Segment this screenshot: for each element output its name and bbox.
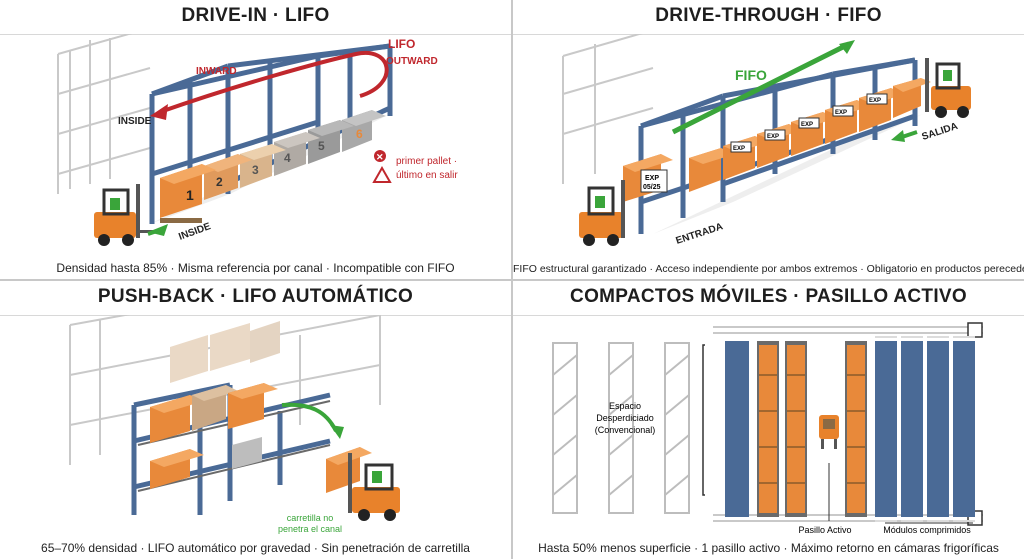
note-line-2: último en salir (396, 170, 458, 181)
note-line-1: carretilla no (287, 513, 334, 523)
rail-stop (967, 322, 983, 338)
note-line-1: primer pallet · (396, 156, 457, 167)
panel-title: DRIVE-IN · LIFO (0, 0, 511, 35)
pallet-tag: EXP (767, 134, 779, 140)
pallet-number: 4 (284, 151, 291, 165)
wasted-line-3: (Convencional) (595, 425, 656, 435)
panel-push-back: PUSH-BACK · LIFO AUTOMÁTICO (0, 281, 511, 559)
arrow-icon (150, 104, 168, 120)
pallet-5: 5 (308, 120, 354, 164)
pallet-number: 3 (252, 163, 259, 177)
label-modules: Módulos comprimidos (883, 525, 971, 535)
label-salida: SALIDA (921, 121, 960, 143)
forklift-icon (579, 180, 625, 246)
pallet-1: 1 (160, 164, 216, 223)
pallet-6: 6 (342, 110, 386, 152)
pallets-lower (150, 437, 262, 489)
pallet-number: 5 (318, 139, 325, 153)
pallet-tag: EXP (801, 122, 813, 128)
conventional-racks (552, 342, 690, 514)
error-x-icon (374, 150, 386, 162)
pallets-upper (150, 383, 278, 443)
entry-arrow (147, 228, 161, 236)
mobile-modules (725, 336, 975, 522)
pallet-tag: EXP (869, 98, 881, 104)
panel-caption: 65–70% densidad · LIFO automático por gr… (41, 541, 470, 555)
front-pallet: EXP 05/25 (623, 154, 673, 202)
forklift-icon (819, 415, 839, 449)
label-entrada: ENTRADA (675, 221, 725, 247)
panel-caption: FIFO estructural garantizado · Acceso in… (513, 263, 1024, 275)
panel-title: COMPACTOS MÓVILES · PASILLO ACTIVO (513, 281, 1024, 316)
drive-through-illustration: EXP EXP EXP EXP EXP FIFO EXP 05/25 E (562, 34, 971, 247)
panel-drive-through: DRIVE-THROUGH · FIFO EXP EXP EXP EXP (513, 0, 1024, 279)
push-back-illustration: carretilla no penetra el canal (69, 315, 400, 534)
label-inward: INWARD (196, 66, 237, 77)
ghost-pallets (170, 321, 280, 383)
push-arrow (281, 402, 338, 432)
wasted-line-1: Espacio (609, 401, 641, 411)
pallet-3: 3 (240, 144, 286, 188)
arrow-icon (839, 40, 855, 54)
label-inside-bottom: INSIDE (177, 221, 212, 243)
pallet-tag: EXP (835, 110, 847, 116)
pallet-number: 6 (356, 127, 363, 141)
error-x-glyph: ✕ (376, 152, 384, 162)
panel-drive-in: DRIVE-IN · LIFO 6 5 4 (0, 0, 511, 279)
wasted-line-2: Desperdiciado (596, 413, 654, 423)
arrow-icon (891, 130, 905, 142)
label-fifo: FIFO (735, 67, 767, 83)
pallet-row: 6 5 4 3 2 1 (160, 110, 386, 223)
pallet-4: 4 (274, 132, 320, 176)
warning-icon (372, 165, 392, 183)
lifo-arrow (159, 50, 389, 114)
label-inside-top: INSIDE (118, 116, 152, 127)
fifo-arrow (671, 41, 851, 135)
pallet-number: 1 (186, 187, 194, 203)
pallet-tag: EXP (733, 146, 745, 152)
panel-caption: Densidad hasta 85% · Misma referencia po… (56, 261, 455, 275)
horizontal-divider (0, 279, 1024, 281)
drive-in-illustration: 6 5 4 3 2 1 LIFO OUTWARD INWARD INSIDE I… (57, 34, 458, 246)
panel-title: PUSH-BACK · LIFO AUTOMÁTICO (0, 281, 511, 316)
pallet-2: 2 (204, 154, 252, 200)
ghost-rack (57, 34, 151, 194)
mobile-racks-illustration: Espacio Desperdiciado (Convencional) (552, 322, 983, 535)
ghost-rack (562, 34, 654, 184)
pallet-number: 2 (216, 175, 223, 189)
panel-mobile-racks: COMPACTOS MÓVILES · PASILLO ACTIVO Espac… (513, 281, 1024, 559)
panel-caption: Hasta 50% menos superficie · 1 pasillo a… (538, 541, 999, 555)
floor (653, 114, 923, 234)
arrow-icon (330, 425, 344, 439)
panel-title: DRIVE-THROUGH · FIFO (513, 0, 1024, 35)
label-outward: OUTWARD (386, 56, 438, 67)
note-line-2: penetra el canal (278, 524, 342, 534)
forklift-icon (348, 453, 400, 521)
front-pallet-line-2: 05/25 (643, 184, 661, 191)
pallet-row: EXP EXP EXP EXP EXP (689, 78, 931, 192)
label-lifo: LIFO (388, 37, 415, 51)
forklift-icon (925, 58, 971, 118)
front-pallet-line-1: EXP (645, 175, 659, 182)
bracket (702, 344, 705, 496)
label-aisle: Pasillo Activo (798, 525, 851, 535)
